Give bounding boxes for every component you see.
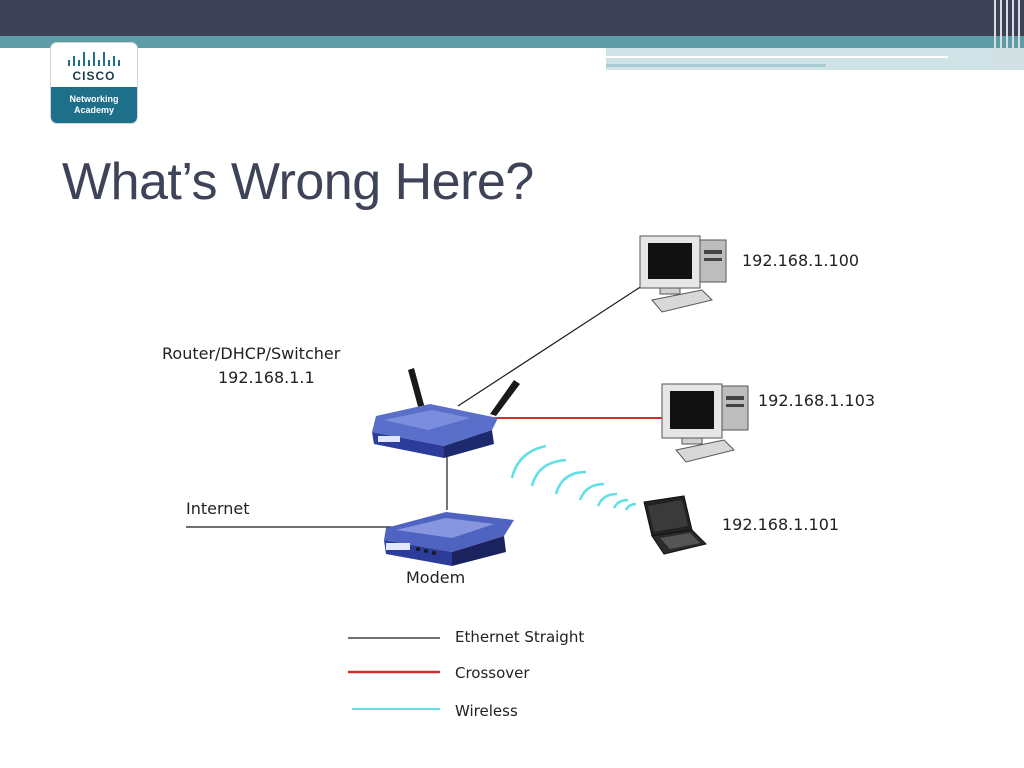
logo-banner: Networking Academy (51, 87, 137, 123)
logo-brand: CISCO (72, 69, 116, 83)
internet-label: Internet (186, 499, 250, 518)
wireless-router-icon (372, 368, 520, 458)
logo-line-2: Academy (73, 105, 115, 115)
desktop-mid-ip-label: 192.168.1.103 (758, 391, 876, 410)
desktop-computer-icon-top (639, 235, 727, 313)
legend-label-crossover: Crossover (455, 664, 530, 682)
laptop-icon (643, 495, 707, 555)
legend-label-wireless: Wireless (455, 702, 518, 720)
ethernet-link-router-desktop-top (457, 281, 649, 407)
slide-title: What’s Wrong Here? (62, 153, 534, 211)
slide-header-stripe-line (606, 56, 948, 58)
modem-icon (384, 512, 514, 566)
modem-label: Modem (406, 568, 466, 587)
desktop-computer-icon-middle (661, 383, 749, 463)
wireless-signal-icon (510, 444, 637, 511)
laptop-ip-label: 192.168.1.101 (722, 515, 840, 534)
router-ip-label: 192.168.1.1 (218, 368, 315, 387)
slide-header-stripe-line-2 (606, 64, 826, 67)
router-name-label: Router/DHCP/Switcher (162, 344, 341, 363)
slide-top-bar (0, 0, 1024, 36)
slide-teal-band (0, 36, 1024, 48)
cisco-bridge-icon (68, 52, 120, 66)
legend-label-ethernet: Ethernet Straight (455, 628, 585, 646)
logo-top: CISCO (51, 43, 137, 87)
desktop-top-ip-label: 192.168.1.100 (742, 251, 860, 270)
cisco-networking-academy-logo: CISCO Networking Academy (51, 43, 137, 123)
slide-corner-lines (990, 0, 1024, 70)
logo-line-1: Networking (69, 94, 119, 104)
